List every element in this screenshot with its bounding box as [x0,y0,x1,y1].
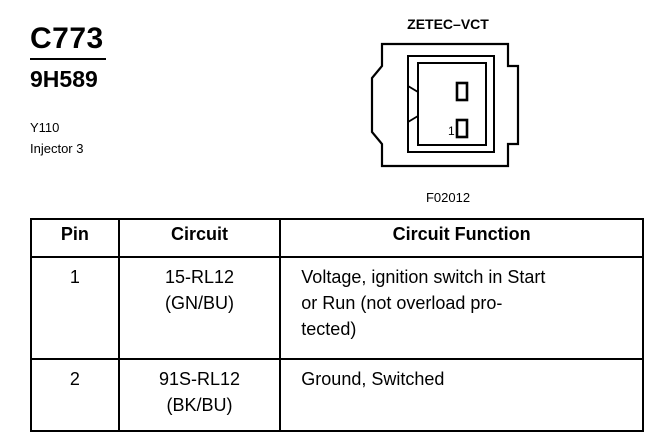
table-row: 1 15-RL12 (GN/BU) Voltage, ignition swit… [30,256,644,360]
function-line: Ground, Switched [301,369,445,389]
function-cell: Voltage, ignition switch in Start or Run… [279,256,644,360]
ref-code: Y110 [30,120,60,135]
pin-cell: 2 [30,358,120,432]
header-circuit-function: Circuit Function [279,218,644,258]
circuit-cell: 91S-RL12 (BK/BU) [117,358,282,432]
table-header-row: Pin Circuit Circuit Function [30,218,644,258]
part-number: 9H589 [30,66,98,92]
header-pin: Pin [30,218,120,258]
diagram-code: F02012 [425,190,471,205]
connector-latch [407,85,419,123]
circuit-color: (GN/BU) [165,293,234,313]
connector-diagram: 1 [370,42,520,168]
pin-1-label: 1 [448,124,455,138]
connector-body-outline [370,42,520,168]
circuit-code: 15-RL12 [164,267,235,287]
function-line: or Run (not overload pro- [301,293,503,313]
component-name: Injector 3 [30,141,84,156]
pin-table: Pin Circuit Circuit Function 1 15-RL12 (… [30,218,644,432]
connector-id-underline [30,58,106,60]
function-cell: Ground, Switched [279,358,644,432]
pin-cell: 1 [30,256,120,360]
table-row: 2 91S-RL12 (BK/BU) Ground, Switched [30,358,644,432]
pin-cavity-2 [455,81,469,102]
circuit-cell: 15-RL12 (GN/BU) [117,256,282,360]
pin-cavity-1 [455,118,469,139]
header-circuit: Circuit [117,218,282,258]
connector-housing [407,55,495,153]
diagram-title: ZETEC–VCT [407,16,489,32]
circuit-color: (BK/BU) [166,395,233,415]
connector-id: C773 [30,22,104,55]
function-line: tected) [301,319,357,339]
function-line: Voltage, ignition switch in Start [301,267,546,287]
circuit-code: 91S-RL12 [158,369,241,389]
